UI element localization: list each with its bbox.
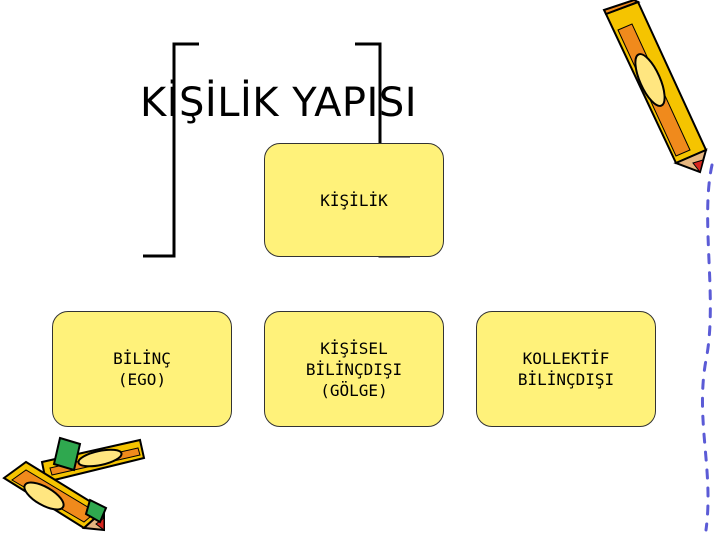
child-node-shadow-line-1: KİŞİSEL (320, 338, 388, 358)
pencil-clipart-bottom-left (2, 436, 146, 532)
child-node-shadow: KİŞİSEL BİLİNÇDIŞI (GÖLGE) (264, 311, 444, 427)
root-node-line-1: KİŞİLİK (320, 190, 388, 210)
root-node-kisilik: KİŞİLİK (264, 143, 444, 257)
child-node-shadow-line-3: (GÖLGE) (320, 380, 388, 400)
child-node-collective-line-2: BİLİNÇDIŞI (517, 370, 615, 389)
root-node-label: KİŞİLİK (320, 190, 387, 211)
child-node-ego-line-1: BİLİNÇ (113, 349, 171, 368)
child-node-ego-label: BİLİNÇ (EGO) (113, 348, 171, 390)
child-node-collective-label: KOLLEKTİF BİLİNÇDIŞI (518, 348, 614, 390)
pencil-clipart-top-right (602, 0, 708, 174)
child-node-ego-line-2: (EGO) (117, 370, 167, 389)
slide-title: KİŞİLİK YAPISI (140, 80, 418, 126)
child-node-ego: BİLİNÇ (EGO) (52, 311, 232, 427)
child-node-shadow-label: KİŞİSEL BİLİNÇDIŞI (GÖLGE) (306, 338, 402, 401)
child-node-shadow-line-2: BİLİNÇDIŞI (305, 359, 403, 379)
child-node-collective-line-1: KOLLEKTİF (522, 349, 610, 368)
child-node-collective: KOLLEKTİF BİLİNÇDIŞI (476, 311, 656, 427)
dashed-vertical-line (701, 163, 714, 532)
